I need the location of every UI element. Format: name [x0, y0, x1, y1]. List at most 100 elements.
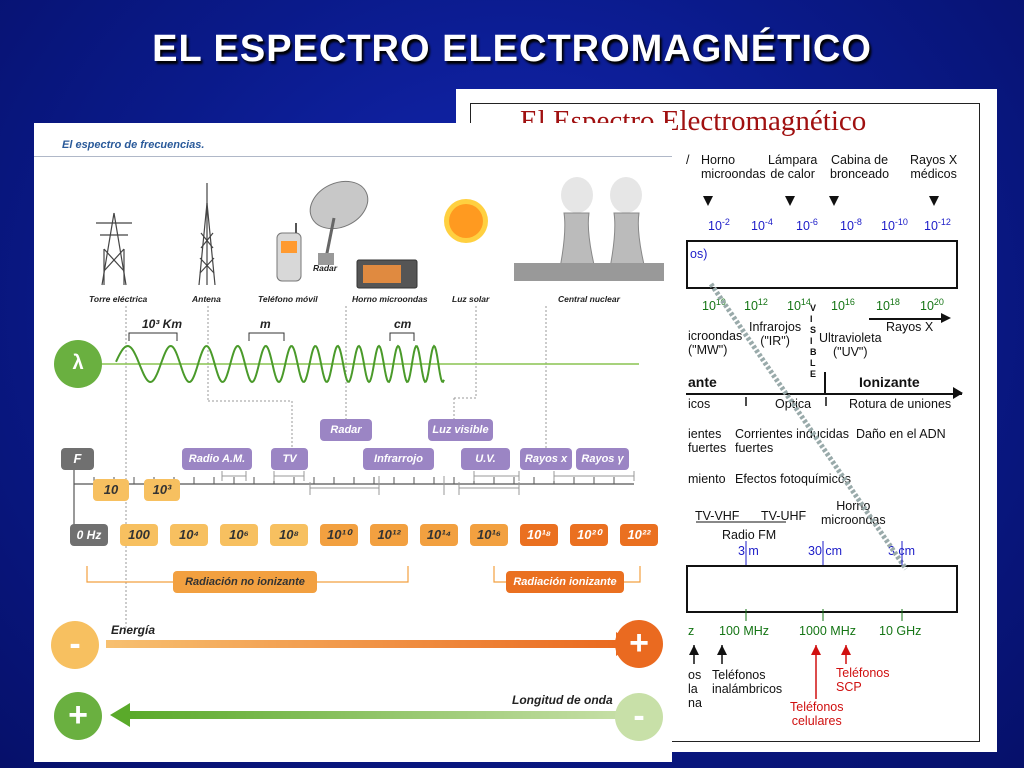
- antenna-icon: [198, 183, 216, 286]
- spectrum-bar-bottom: [686, 565, 958, 613]
- frequency-fragment: z: [688, 624, 695, 638]
- wavelength-tick: 10-10: [881, 217, 908, 234]
- band-luz-visible: Luz visible: [428, 419, 493, 441]
- device-celulares: Teléfonos celulares: [790, 700, 844, 728]
- wavelength-arrow: [130, 711, 628, 719]
- band-radar: Radar: [320, 419, 372, 441]
- wavelength-tick: 10-4: [751, 217, 773, 234]
- source-label-telefono: Teléfono móvil: [258, 294, 318, 304]
- wavelength-tick: 10-12: [924, 217, 951, 234]
- freq-small-10-3: 10³: [144, 479, 180, 501]
- band-tvuhf: TV-UHF: [761, 509, 807, 523]
- frequency-tick: 1018: [876, 297, 900, 314]
- freq-0hz: 0 Hz: [70, 524, 108, 546]
- wavelength-30cm: 30 cm: [808, 544, 843, 558]
- scale-cm: cm: [394, 317, 412, 331]
- band-radiofm: Radio FM: [722, 528, 777, 542]
- arrow-icon: [941, 313, 951, 323]
- source-illustrations: [96, 177, 664, 289]
- arrow-icon: [703, 196, 713, 206]
- arrow-icon: [785, 196, 795, 206]
- source-horno: Horno microondas: [701, 153, 766, 181]
- ionization-axis: [686, 393, 962, 395]
- divider: [34, 156, 672, 157]
- band-infrared: Infrarojos ("IR"): [749, 320, 802, 348]
- source-lampara: Lámpara de calor: [768, 153, 818, 181]
- source-label-radar: Radar: [313, 263, 338, 273]
- non-ionizing-label: Radiación no ionizante: [173, 571, 317, 593]
- band-fragment: os): [690, 247, 708, 261]
- freq-10-12: 10¹²: [370, 524, 408, 546]
- energy-arrow: [106, 640, 616, 648]
- source-label-antena: Antena: [192, 294, 221, 304]
- frequency-axis-label: F: [61, 448, 94, 470]
- visible-guide-line: [708, 282, 909, 571]
- freq-10-8: 10⁸: [270, 524, 308, 546]
- energy-label: Energía: [111, 623, 156, 637]
- freq-10-16: 10¹⁶: [470, 524, 508, 546]
- plus-icon: +: [615, 620, 663, 668]
- scale-m: m: [260, 317, 271, 331]
- frequency-tick: 1016: [831, 297, 855, 314]
- source-label-horno: Horno microondas: [352, 294, 428, 304]
- band-ultraviolet: Ultravioleta ("UV"): [819, 331, 882, 359]
- band-radio-am: Radio A.M.: [182, 448, 252, 470]
- arrow-icon: [953, 387, 963, 399]
- spectrum-bar-top: [686, 240, 958, 289]
- freq-small-10: 10: [93, 479, 129, 501]
- source-label: /: [686, 153, 690, 167]
- wavelength-tick: 10-8: [840, 217, 862, 234]
- plus-icon: +: [54, 692, 102, 740]
- arrow-icon: [829, 196, 839, 206]
- wave-diagram: [73, 306, 641, 727]
- arrow-icon: [110, 703, 130, 727]
- band-tv: TV: [271, 448, 308, 470]
- frequency-10ghz: 10 GHz: [879, 624, 922, 638]
- frequency-tick: 1020: [920, 297, 944, 314]
- radar-dish-icon: [309, 180, 369, 265]
- scale-km: 10³ Km: [142, 317, 183, 331]
- wavelength-3m: 3 m: [738, 544, 759, 558]
- wavelength-tick: 10-6: [796, 217, 818, 234]
- ionization-right: Ionizante: [859, 374, 920, 390]
- band-microwave: icroondas ("MW"): [688, 329, 743, 357]
- freq-10-22: 10²²: [620, 524, 658, 546]
- ionization-left: ante: [688, 374, 717, 390]
- effect-a3: miento: [688, 472, 726, 486]
- band-rayos-x: Rayos x: [520, 448, 572, 470]
- minus-icon: -: [51, 621, 99, 669]
- band-uv: U.V.: [461, 448, 510, 470]
- xray-arrow-line: [869, 318, 947, 320]
- freq-10-4: 10⁴: [170, 524, 208, 546]
- minus-icon: -: [615, 693, 663, 741]
- frequency-100mhz: 100 MHz: [719, 624, 770, 638]
- source-label-luz: Luz solar: [452, 294, 490, 304]
- band-rayos-gamma: Rayos γ: [576, 448, 629, 470]
- freq-100: 100: [120, 524, 158, 546]
- wavelength-tick: 10-2: [708, 217, 730, 234]
- device-fragment: os la na: [688, 668, 702, 710]
- frequency-tick: 1012: [744, 297, 768, 314]
- band-tvvhf: TV-VHF: [695, 509, 740, 523]
- slide-title: EL ESPECTRO ELECTROMAGNÉTICO: [152, 28, 872, 70]
- power-tower-icon: [96, 212, 132, 286]
- front-spectrum-figure: El espectro de frecuencias.: [34, 123, 672, 762]
- device-scp: Teléfonos SCP: [836, 666, 890, 694]
- freq-10-6: 10⁶: [220, 524, 258, 546]
- effect-c1: Rotura de uniones: [849, 397, 952, 411]
- device-inalambricos: Teléfonos inalámbricos: [712, 668, 783, 696]
- ionizing-label: Radiación ionizante: [506, 571, 624, 593]
- freq-10-10: 10¹⁰: [320, 524, 358, 546]
- frequency-1000mhz: 1000 MHz: [799, 624, 856, 638]
- effect-a1: icos: [688, 397, 711, 411]
- lambda-icon: λ: [54, 340, 102, 388]
- back-figure-lines: [693, 282, 963, 699]
- arrow-icon: [929, 196, 939, 206]
- freq-10-18: 10¹⁸: [520, 524, 558, 546]
- nuclear-plant-icon: [514, 177, 664, 281]
- sun-icon: [444, 199, 488, 243]
- wavelength-label: Longitud de onda: [512, 693, 613, 707]
- frequency-tick: 1014: [787, 297, 811, 314]
- microwave-oven-icon: [356, 259, 418, 289]
- effect-c2: Daño en el ADN: [856, 427, 946, 441]
